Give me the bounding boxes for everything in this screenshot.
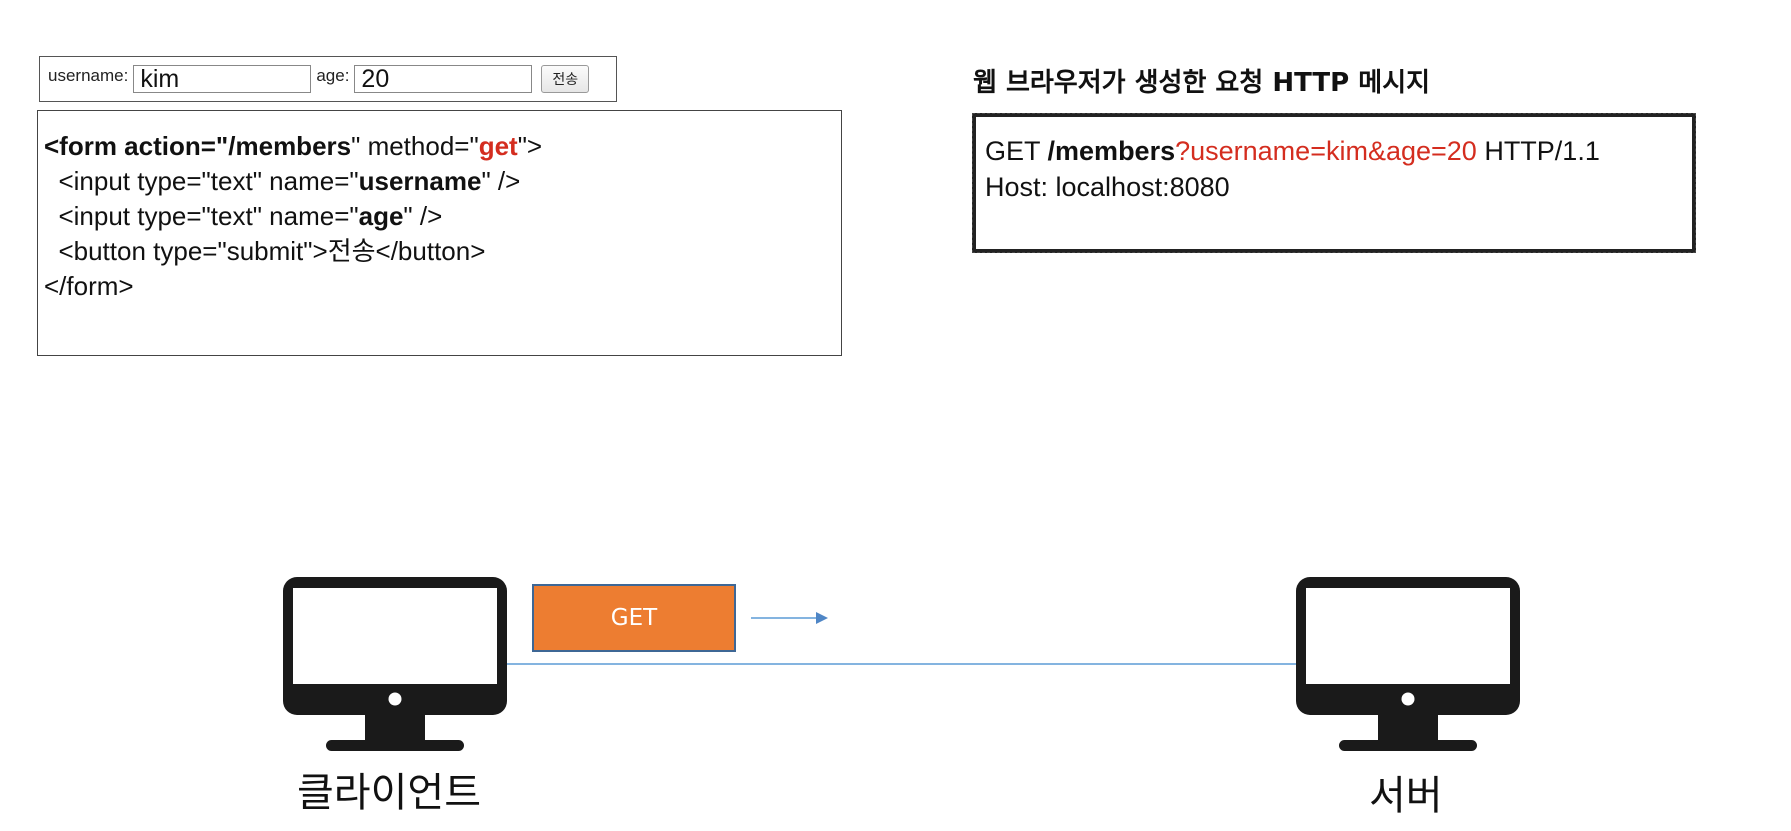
code-line-input-username: <input type="text" name="username" /> xyxy=(44,164,841,199)
code-action-value: /members xyxy=(228,131,352,161)
request-query: ?username=kim&age=20 xyxy=(1175,136,1477,166)
client-monitor-icon xyxy=(283,577,507,751)
code-line-button: <button type="submit">전송</button> xyxy=(44,234,841,269)
code-name-value: username xyxy=(358,166,482,196)
code-text: " /> xyxy=(403,201,443,231)
title-http: HTTP xyxy=(1272,68,1350,98)
age-label: age: xyxy=(316,66,350,85)
title-text: 웹 브라우저가 생성한 요청 xyxy=(973,68,1273,98)
code-line-form-open: <form action="/members" method="get"> xyxy=(44,129,841,164)
code-name-value: age xyxy=(358,201,404,231)
username-input[interactable]: kim xyxy=(133,65,312,93)
code-text: "> xyxy=(517,131,543,161)
request-line: GET /members?username=kim&age=20 HTTP/1.… xyxy=(985,133,1692,169)
rendered-form: username: kim age: 20 전송 xyxy=(39,56,617,102)
code-line-form-close: </form> xyxy=(44,269,841,304)
username-label: username: xyxy=(48,66,129,85)
code-method-value: get xyxy=(478,131,518,161)
code-text: " method=" xyxy=(351,131,479,161)
get-packet: GET xyxy=(532,584,736,652)
request-method: GET xyxy=(985,136,1048,166)
server-monitor-icon xyxy=(1296,577,1520,751)
client-label: 클라이언트 xyxy=(297,770,481,816)
html-source-code: <form action="/members" method="get"> <i… xyxy=(37,110,842,356)
request-path: /members xyxy=(1047,136,1176,166)
submit-button[interactable]: 전송 xyxy=(541,65,590,93)
age-input[interactable]: 20 xyxy=(354,65,533,93)
code-text: <form action=" xyxy=(44,131,229,161)
code-line-input-age: <input type="text" name="age" /> xyxy=(44,199,841,234)
code-text: <button type="submit">전송</button> xyxy=(44,236,486,266)
server-label: 서버 xyxy=(1369,773,1443,819)
arrow-icon xyxy=(751,612,828,624)
http-request-message: GET /members?username=kim&age=20 HTTP/1.… xyxy=(972,113,1696,253)
host-header: Host: localhost:8080 xyxy=(985,172,1230,202)
request-version: HTTP/1.1 xyxy=(1476,136,1600,166)
code-text: <input type="text" name=" xyxy=(44,201,359,231)
code-text: " /> xyxy=(481,166,521,196)
title-text: 메시지 xyxy=(1349,68,1431,98)
http-message-title: 웹 브라우저가 생성한 요청 HTTP 메시지 xyxy=(973,62,1430,99)
code-text: <input type="text" name=" xyxy=(44,166,359,196)
code-text: </form> xyxy=(44,271,134,301)
